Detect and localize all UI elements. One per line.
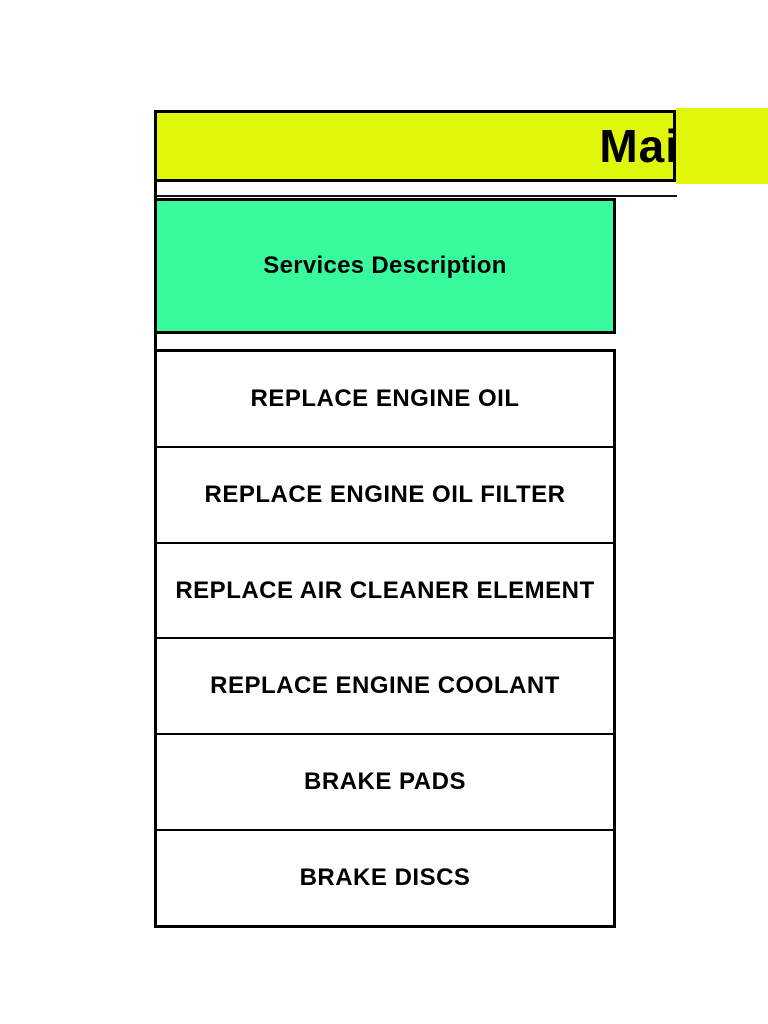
maintenance-title-cell: Mai	[154, 110, 679, 182]
table-row: BRAKE PADS	[157, 733, 613, 830]
table-row: BRAKE DISCS	[157, 829, 613, 925]
service-row-label: REPLACE ENGINE OIL FILTER	[204, 480, 566, 508]
services-table: REPLACE ENGINE OIL REPLACE ENGINE OIL FI…	[154, 349, 616, 928]
service-row-label: REPLACE AIR CLEANER ELEMENT	[175, 576, 595, 604]
table-row: REPLACE AIR CLEANER ELEMENT	[157, 541, 613, 638]
services-description-label: Services Description	[263, 252, 507, 279]
table-row: REPLACE ENGINE OIL	[157, 352, 613, 446]
service-row-label: REPLACE ENGINE OIL	[250, 384, 520, 412]
banner-overflow-strip	[676, 108, 768, 184]
service-row-label: BRAKE DISCS	[299, 864, 471, 892]
maintenance-title-text: Mai	[599, 120, 679, 172]
service-row-label: BRAKE PADS	[304, 768, 466, 796]
table-row: REPLACE ENGINE COOLANT	[157, 637, 613, 734]
services-description-header-cell: Services Description	[154, 198, 616, 334]
left-grid-rail-lower	[154, 332, 157, 351]
service-row-label: REPLACE ENGINE COOLANT	[210, 672, 560, 700]
left-grid-rail-upper	[154, 180, 157, 200]
separator-line	[154, 195, 677, 197]
table-row: REPLACE ENGINE OIL FILTER	[157, 445, 613, 542]
